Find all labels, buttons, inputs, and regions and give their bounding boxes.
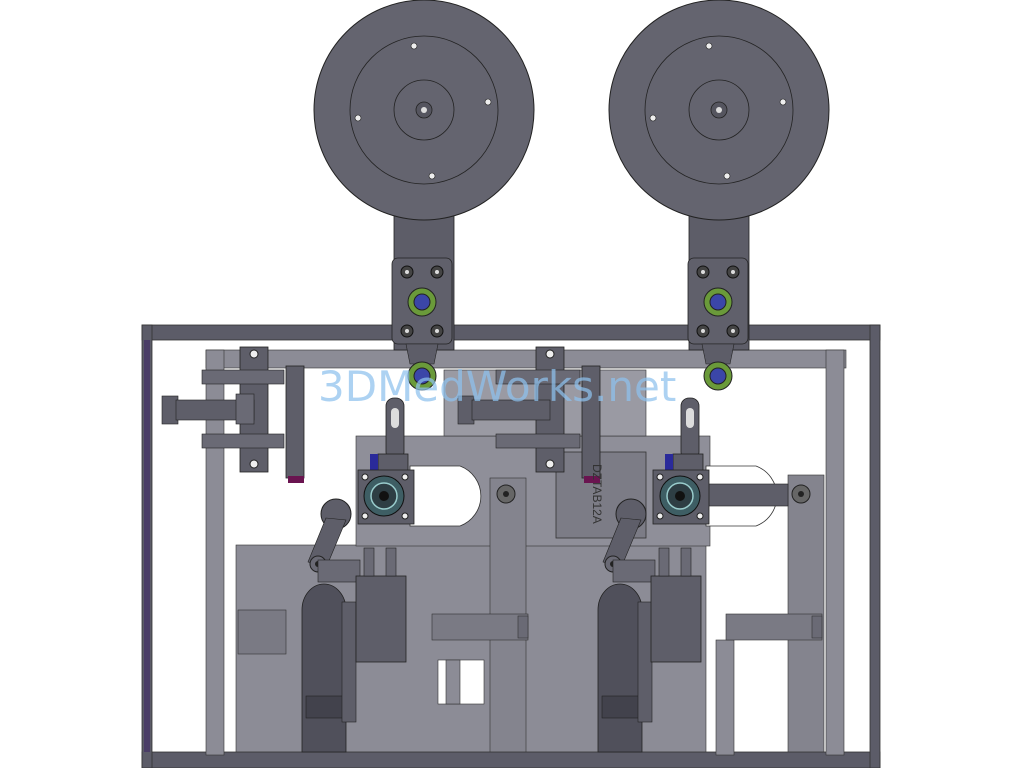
- right-guide-unit: [652, 397, 811, 527]
- right-reel: [608, 0, 830, 391]
- part-label-plate: DZTAB12A: [590, 464, 604, 524]
- left-reel: [313, 0, 535, 391]
- left-guide-unit: [357, 397, 516, 527]
- left-lower-mechanism: [237, 498, 529, 753]
- center-guide-block: [457, 346, 601, 483]
- left-guide-block: [161, 346, 305, 483]
- frame: [141, 324, 881, 769]
- right-lower-mechanism: [597, 498, 823, 753]
- part-label: DZTAB12A: [590, 464, 604, 524]
